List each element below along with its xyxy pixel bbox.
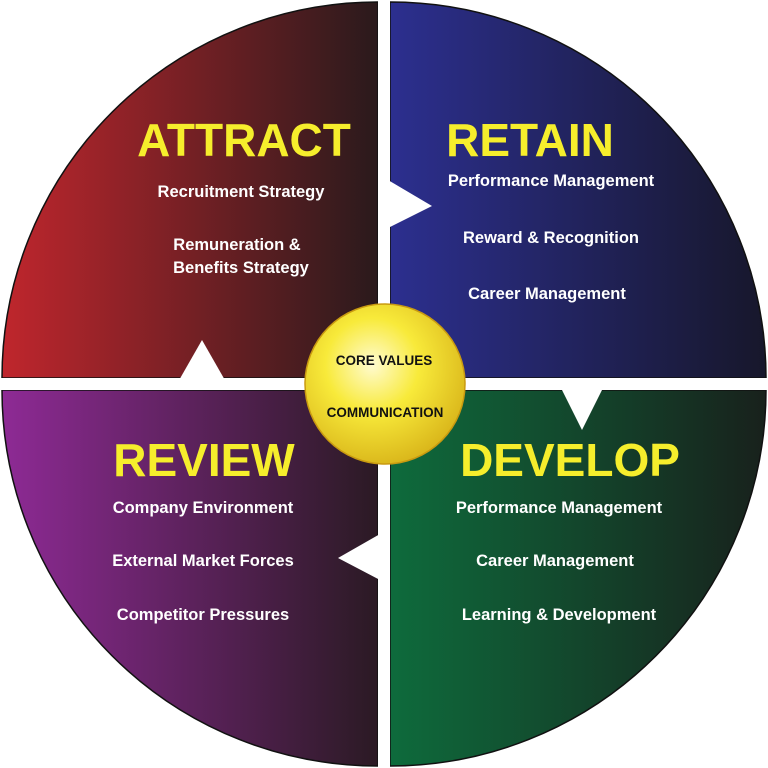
- attract-title: ATTRACT: [137, 114, 351, 166]
- flow-arrow-develop-to-review: [338, 534, 380, 580]
- flow-arrow-attract-to-retain: [388, 180, 432, 228]
- flow-arrow-review-to-attract: [178, 340, 226, 382]
- review-item: External Market Forces: [112, 552, 294, 570]
- develop-quadrant: [389, 389, 767, 767]
- attract-item: Recruitment Strategy: [158, 183, 326, 201]
- attract-item: Remuneration &: [173, 236, 301, 254]
- retain-title: RETAIN: [446, 114, 614, 166]
- flow-arrow-retain-to-develop: [560, 386, 604, 430]
- review-item: Competitor Pressures: [117, 606, 289, 624]
- retain-item: Performance Management: [448, 172, 655, 190]
- develop-title: DEVELOP: [460, 434, 680, 486]
- review-title: REVIEW: [113, 434, 295, 486]
- develop-item: Learning & Development: [462, 606, 657, 624]
- review-quadrant: [1, 389, 379, 767]
- core-circle: [304, 303, 466, 465]
- develop-item: Performance Management: [456, 499, 663, 517]
- core-values-label: CORE VALUES: [336, 353, 433, 368]
- retain-quadrant: [389, 1, 767, 379]
- attract-item: Benefits Strategy: [173, 259, 310, 277]
- retain-item: Career Management: [468, 285, 626, 303]
- retain-item: Reward & Recognition: [463, 229, 639, 247]
- review-item: Company Environment: [113, 499, 294, 517]
- communication-label: COMMUNICATION: [327, 405, 444, 420]
- develop-item: Career Management: [476, 552, 634, 570]
- attract-quadrant: [1, 1, 379, 379]
